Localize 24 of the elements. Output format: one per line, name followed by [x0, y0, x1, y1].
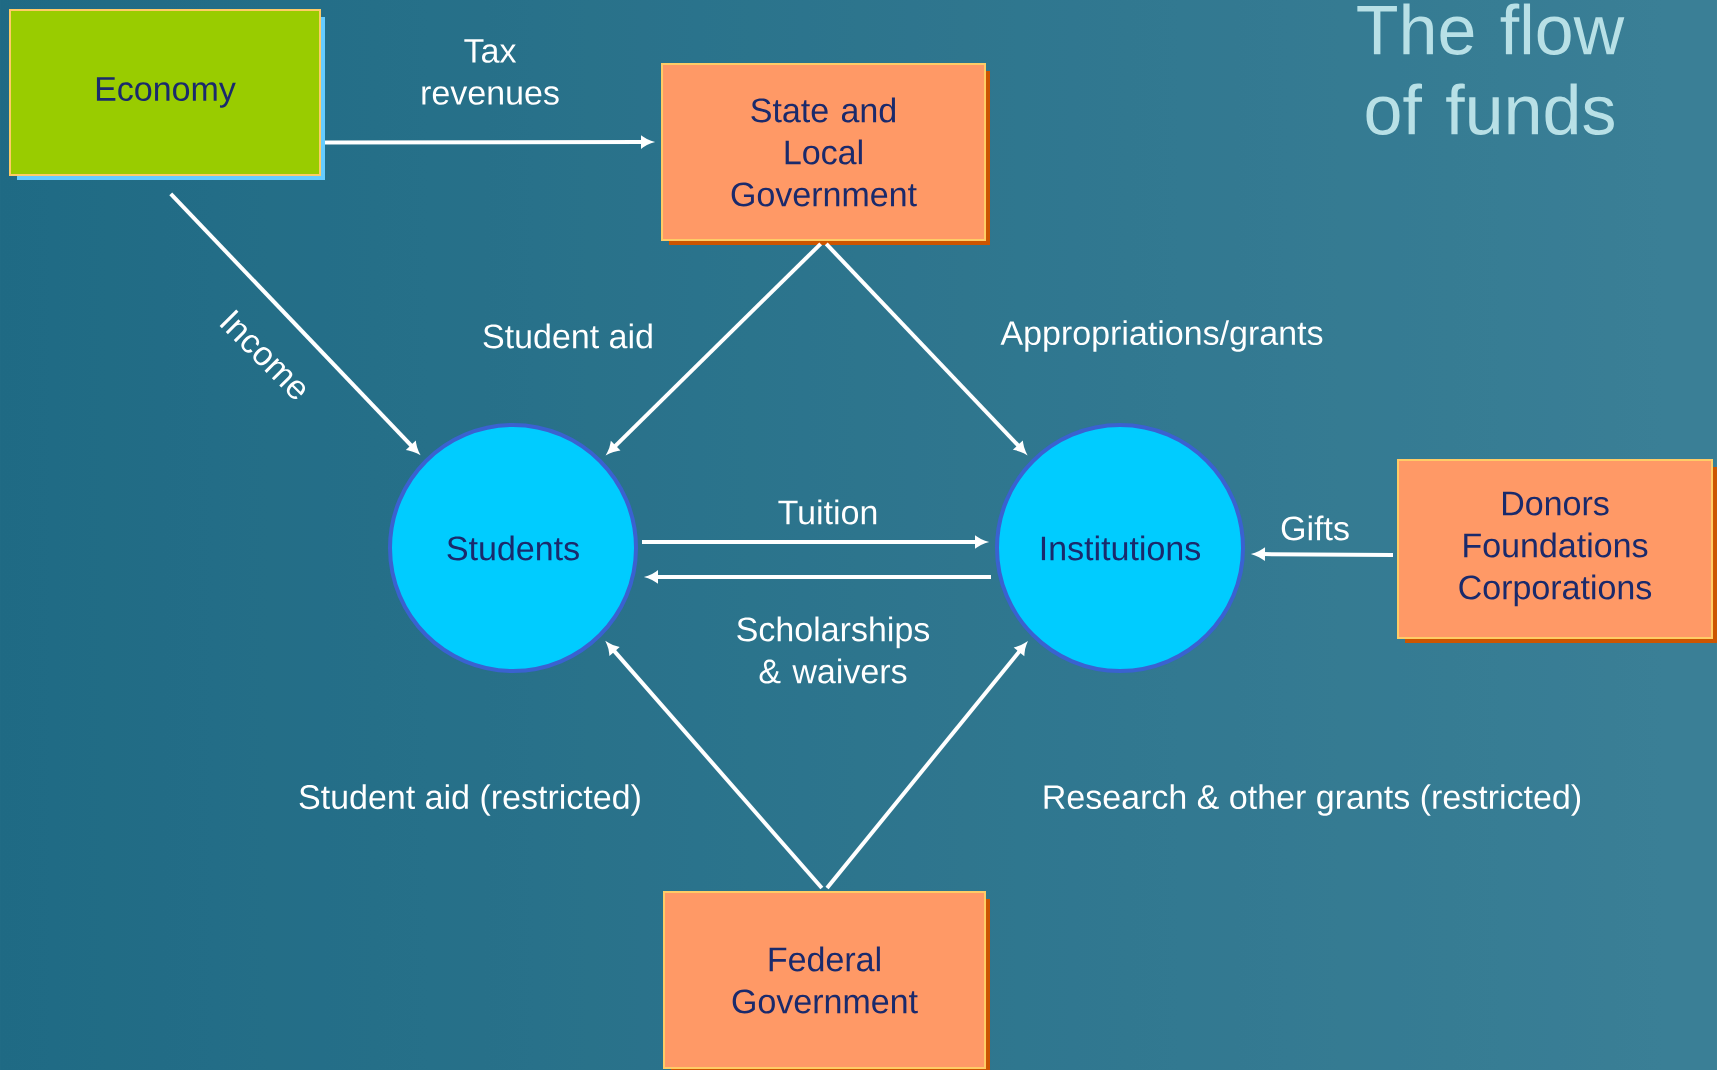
edge-label: Gifts	[1281, 515, 1349, 541]
arrow	[606, 642, 824, 890]
edge-label: Research & other grants (restricted)	[1044, 784, 1581, 816]
arrow	[325, 136, 652, 148]
box: Federal Government	[663, 891, 990, 1070]
arrow	[642, 536, 986, 548]
circle-node: Students	[388, 423, 638, 673]
circle-node: Institutions	[995, 423, 1245, 673]
edge-label: Student aid (restricted)	[299, 784, 640, 816]
edge-label: Tuition	[778, 499, 877, 525]
box: State and Local Government	[661, 63, 990, 245]
arrow	[825, 643, 1027, 890]
arrow	[647, 571, 991, 583]
title: The flow of funds	[1357, 3, 1625, 135]
arrow	[1254, 548, 1394, 560]
edge-label: Appropriations/grants	[1000, 320, 1323, 352]
arrow	[824, 242, 1026, 454]
arrow	[169, 192, 419, 454]
edge-label: Tax revenues	[422, 39, 559, 105]
edge-label: Student aid	[483, 323, 652, 349]
box: Economy	[9, 9, 325, 180]
edge-label: Scholarships & waivers	[737, 616, 930, 684]
arrow	[607, 242, 823, 454]
box: Donors Foundations Corporations	[1397, 459, 1717, 643]
